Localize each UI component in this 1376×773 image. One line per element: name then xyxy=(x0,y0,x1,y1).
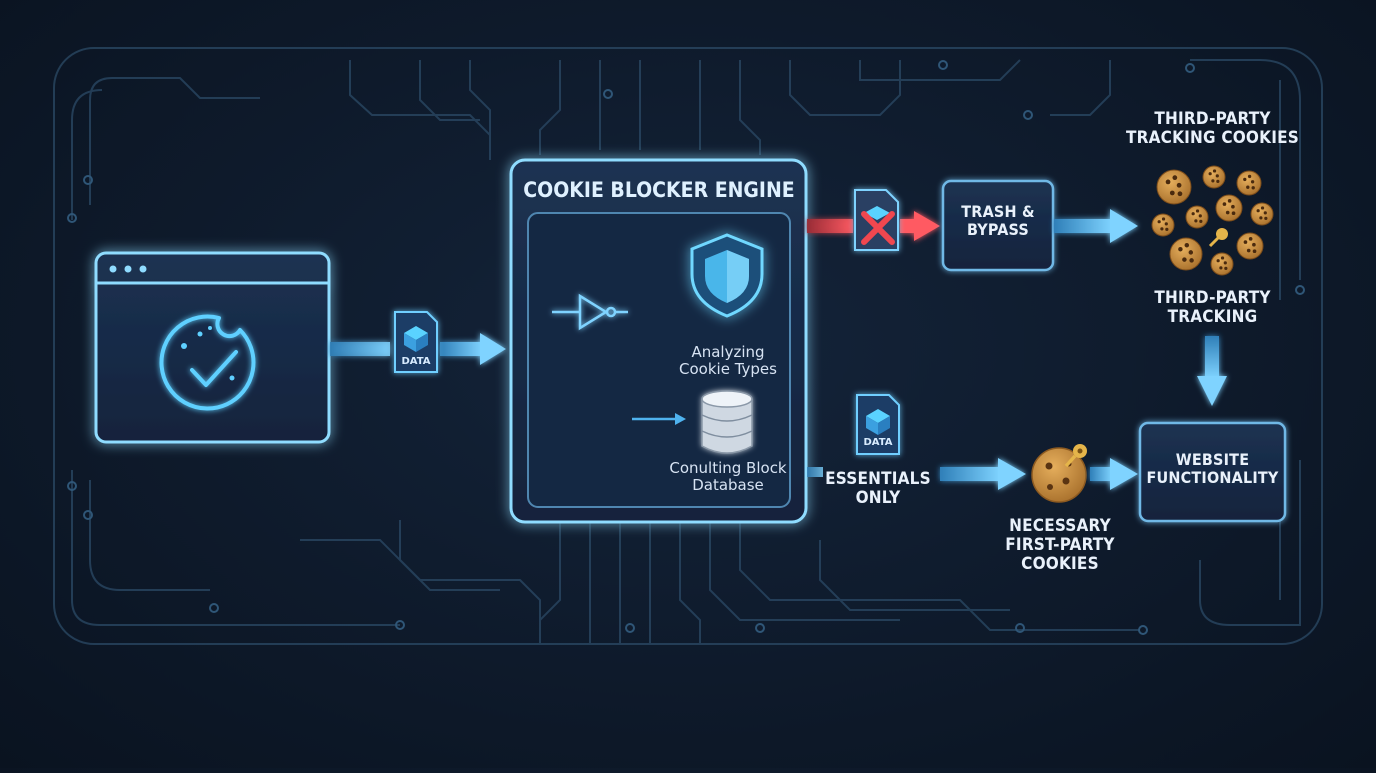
browser-dots xyxy=(109,265,147,273)
data-file-icon xyxy=(394,311,438,373)
database-icon xyxy=(701,390,753,454)
essentials-only-label: ESSENTIALS ONLY xyxy=(825,469,931,509)
engine-title: COOKIE BLOCKER ENGINE xyxy=(523,178,794,202)
data-tag-label: DATA xyxy=(401,356,430,367)
circuit-traces xyxy=(53,47,1323,645)
browser-window xyxy=(94,251,331,444)
tracking-cookie-icon xyxy=(1151,213,1175,237)
trash-bypass-label: TRASH & BYPASS xyxy=(961,202,1035,239)
shield-icon xyxy=(690,233,764,318)
third-party-tracking-cookies-label: THIRD-PARTY TRACKING COOKIES xyxy=(1126,109,1299,149)
key-icon xyxy=(1208,228,1228,248)
tracking-cookie-icon xyxy=(1236,170,1262,196)
tracking-cookie-icon xyxy=(1250,202,1274,226)
necessary-first-party-cookies-label: NECESSARY FIRST-PARTY COOKIES xyxy=(1005,516,1115,575)
website-functionality-box xyxy=(1138,421,1287,523)
arrow-trash-to-cookies xyxy=(1054,209,1138,243)
tracking-cookie-icon xyxy=(1185,205,1209,229)
small-arrow-to-database xyxy=(632,413,686,425)
third-party-tracking-label: THIRD-PARTY TRACKING xyxy=(1154,288,1271,328)
arrow-engine-to-essentials xyxy=(807,467,823,477)
tracking-cookie-icon xyxy=(1236,232,1264,260)
data-tag-label-lower: DATA xyxy=(863,437,892,448)
tracking-cookies-cluster xyxy=(1151,165,1274,276)
tracking-cookie-icon xyxy=(1169,237,1203,271)
consulting-block-database-label: Conulting Block Database xyxy=(669,459,787,495)
arrow-tracking-down xyxy=(1197,336,1227,406)
arrow-cookie-to-website xyxy=(1090,458,1138,490)
tracking-cookie-icon xyxy=(1210,252,1234,276)
data-file-icon-lower xyxy=(856,394,900,455)
necessary-cookie-icon xyxy=(1031,444,1087,503)
blocked-flow-arrow xyxy=(807,211,940,241)
tracking-cookie-icon xyxy=(1215,194,1243,222)
arrow-essentials xyxy=(940,458,1026,490)
flow-arrow-browser-to-engine xyxy=(330,333,506,365)
blocked-file-icon xyxy=(854,189,899,251)
analyzing-cookie-types-label: Analyzing Cookie Types xyxy=(679,343,777,379)
tracking-cookie-icon xyxy=(1156,169,1192,205)
tracking-cookie-icon xyxy=(1202,165,1226,189)
cookie-chips-icon xyxy=(181,326,235,381)
website-functionality-label: WEBSITE FUNCTIONALITY xyxy=(1146,450,1279,487)
cookie-check-icon xyxy=(159,314,256,411)
logic-gate-icon xyxy=(552,293,628,331)
trash-bypass-box xyxy=(941,179,1055,272)
